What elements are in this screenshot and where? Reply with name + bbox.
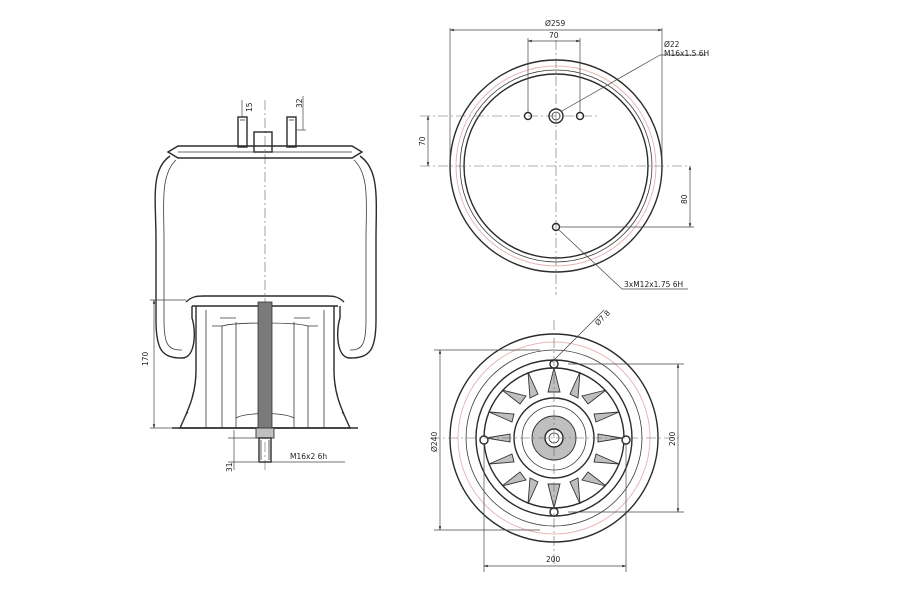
hole-diameter-label: Ø22 (664, 40, 680, 49)
side-hole-right (575, 111, 585, 121)
thread-holes-label: 3xM12x1.75 6H (624, 280, 683, 289)
side-hole-left (523, 111, 533, 121)
bottom-hole (551, 222, 561, 232)
bottom-diameter-label: Ø240 (430, 432, 439, 452)
top-stud-left (237, 116, 248, 148)
center-hole (548, 108, 564, 124)
bellows-outline (154, 155, 378, 359)
thread-center-label: M16x1.5 6H (664, 49, 709, 58)
mount-hole-right (621, 435, 631, 445)
bottom-view: Ø7.8 Ø240 200 200 (430, 308, 684, 572)
top-stud-right (286, 116, 297, 148)
top-diameter-label: Ø259 (545, 19, 565, 28)
side-view: 170 15 32 31 M16x2 6h (141, 96, 378, 472)
dim-height-label: 170 (141, 351, 150, 366)
top-spacing-label: 70 (549, 31, 559, 40)
bottom-height-label: 200 (668, 431, 677, 446)
mount-hole-left (479, 435, 489, 445)
dim-stud-left-label: 15 (245, 102, 254, 112)
dim-stud-right-label: 32 (295, 98, 304, 108)
top-view: Ø259 70 Ø22 M16x1.5 6H 70 80 3xM12x1.75 … (418, 19, 709, 295)
bottom-width-label: 200 (546, 555, 561, 564)
center-bolt (257, 301, 273, 429)
bottom-hole-label: Ø7.8 (593, 308, 612, 327)
top-center-nut (253, 131, 273, 153)
thread-bottom-label: M16x2 6h (290, 452, 327, 461)
dim-bottom-stud-label: 31 (225, 462, 234, 472)
top-offset-left-label: 70 (418, 136, 427, 146)
top-offset-right-label: 80 (680, 194, 689, 204)
